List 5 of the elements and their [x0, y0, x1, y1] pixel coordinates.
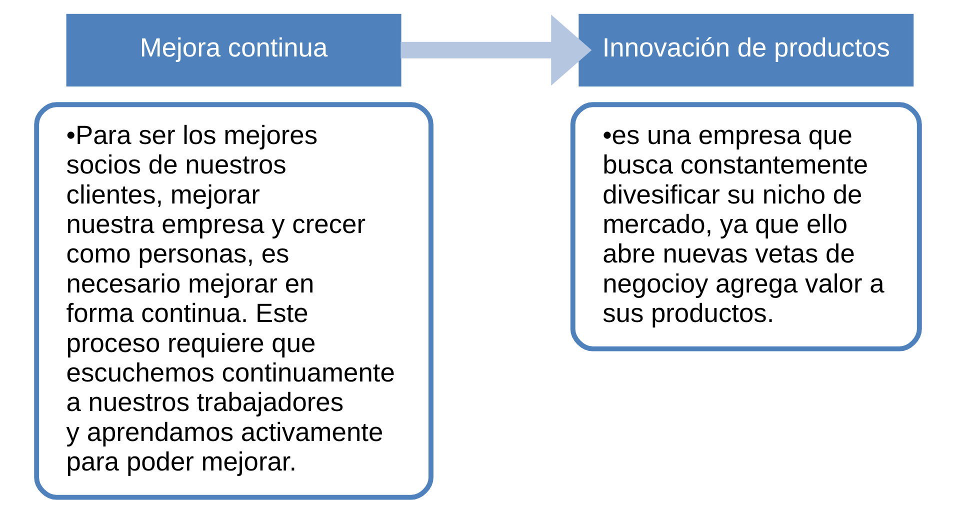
- node-box: •Para ser los mejores socios de nuestros clientes, mejorar nuestra empresa y crecer como personas, es necesario mejorar en forma continua. Este proceso requiere que escuchemos continuamente a nuestros trabajadores y aprendamos activamente para poder mejorar.: [34, 102, 433, 500]
- node-box: Mejora continua: [66, 14, 401, 86]
- node-box: •es una empresa que busca constantemente divesificar su nicho de mercado, ya que ello abre nuevas vetas de negocioy agrega valor a sus productos.: [570, 102, 922, 352]
- arrow: [400, 14, 592, 86]
- node-box: Innovación de productos: [578, 14, 914, 86]
